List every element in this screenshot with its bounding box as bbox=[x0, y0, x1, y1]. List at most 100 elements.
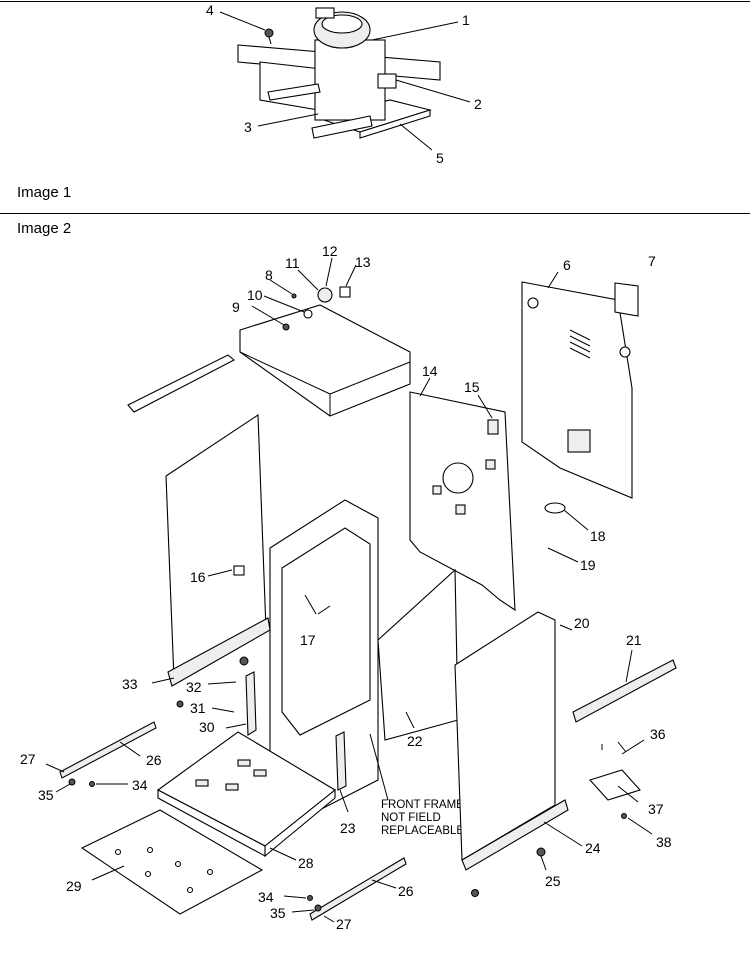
callout-15: 15 bbox=[464, 379, 480, 395]
callout-31: 31 bbox=[190, 700, 206, 716]
callout-24: 24 bbox=[585, 840, 601, 856]
leveler-32 bbox=[239, 656, 249, 666]
motor-terminal bbox=[315, 7, 335, 19]
front-frame-opening bbox=[281, 527, 371, 736]
connector-13 bbox=[339, 286, 351, 298]
bracket-37 bbox=[589, 769, 641, 801]
switch-12 bbox=[317, 287, 333, 303]
section-divider bbox=[0, 213, 750, 214]
callout-8: 8 bbox=[265, 267, 273, 283]
right-outer-panel bbox=[454, 611, 556, 861]
callout-7: 7 bbox=[648, 253, 656, 269]
callout-9: 9 bbox=[232, 299, 240, 315]
callout-2: 2 bbox=[474, 96, 482, 112]
callout-27-upper: 27 bbox=[20, 751, 36, 767]
callout-33: 33 bbox=[122, 676, 138, 692]
callout-29: 29 bbox=[66, 878, 82, 894]
motor-body bbox=[314, 39, 386, 121]
image2-caption: Image 2 bbox=[17, 220, 72, 237]
leveling-leg-25 bbox=[536, 847, 546, 857]
callout-26-upper: 26 bbox=[146, 752, 162, 768]
left-side-assembly bbox=[151, 413, 271, 687]
callout-13: 13 bbox=[355, 254, 371, 270]
screw-35-lower bbox=[314, 904, 322, 912]
leveling-leg-front bbox=[471, 889, 479, 897]
clip-16 bbox=[233, 565, 245, 576]
support-bar-upper bbox=[59, 721, 157, 779]
bottom-plate-assembly bbox=[80, 809, 264, 915]
callout-12: 12 bbox=[322, 243, 338, 259]
right-outer-panel-assembly bbox=[454, 611, 583, 871]
insulation-pad-15 bbox=[487, 419, 499, 435]
screw-38 bbox=[621, 813, 627, 819]
callout-34-lower: 34 bbox=[258, 889, 274, 905]
callout-38: 38 bbox=[656, 834, 672, 850]
screw-34-upper bbox=[89, 781, 95, 787]
callout-14: 14 bbox=[422, 363, 438, 379]
clip-8 bbox=[291, 293, 297, 299]
shaft-rear bbox=[267, 83, 321, 101]
callout-19: 19 bbox=[580, 557, 596, 573]
top-border bbox=[0, 1, 750, 2]
callout-35-lower: 35 bbox=[270, 905, 286, 921]
base-pan-side bbox=[157, 789, 266, 857]
callout-36: 36 bbox=[650, 726, 666, 742]
support-bar-lower bbox=[309, 857, 407, 921]
callout-16: 16 bbox=[190, 569, 206, 585]
callout-28: 28 bbox=[298, 855, 314, 871]
callout-23: 23 bbox=[340, 820, 356, 836]
callout-35-upper: 35 bbox=[38, 787, 54, 803]
callout-27-lower: 27 bbox=[336, 916, 352, 932]
image1-assembly bbox=[219, 7, 471, 151]
access-cover-7 bbox=[614, 282, 639, 317]
screw-35-upper bbox=[68, 778, 76, 786]
top-bracket bbox=[239, 304, 411, 417]
leveler-top bbox=[176, 700, 184, 708]
screw bbox=[264, 28, 274, 38]
switch bbox=[377, 73, 397, 89]
callout-20: 20 bbox=[574, 615, 590, 631]
callout-5: 5 bbox=[436, 150, 444, 166]
rear-panel bbox=[409, 391, 516, 612]
callout-3: 3 bbox=[244, 119, 252, 135]
callout-11: 11 bbox=[285, 255, 300, 271]
front-frame-note-line2: NOT FIELD bbox=[381, 812, 441, 824]
motor-dome-top bbox=[321, 14, 363, 34]
front-frame-note-line3: REPLACEABLE bbox=[381, 825, 464, 837]
base-pan-assembly bbox=[156, 731, 336, 861]
callout-34-upper: 34 bbox=[132, 777, 148, 793]
back-panel-assembly bbox=[521, 271, 639, 499]
side-rail-23 bbox=[335, 731, 347, 791]
callout-30: 30 bbox=[199, 719, 215, 735]
callout-25: 25 bbox=[545, 873, 561, 889]
screw-34-lower bbox=[307, 895, 313, 901]
callout-22: 22 bbox=[407, 733, 423, 749]
bracket-18 bbox=[544, 502, 566, 514]
right-side-panel-22 bbox=[377, 568, 459, 741]
callout-17: 17 bbox=[300, 632, 316, 648]
rear-panel-assembly bbox=[409, 377, 516, 612]
callout-37: 37 bbox=[648, 801, 664, 817]
bottom-rail-24 bbox=[461, 799, 569, 871]
shaft-front bbox=[311, 115, 373, 139]
back-panel bbox=[521, 281, 633, 499]
callout-26-lower: 26 bbox=[398, 883, 414, 899]
toe-strip bbox=[572, 659, 677, 723]
callout-4: 4 bbox=[206, 2, 214, 18]
callout-21: 21 bbox=[626, 632, 642, 648]
side-rail-30 bbox=[245, 671, 257, 736]
base-plate-edge bbox=[359, 109, 431, 139]
screw-9 bbox=[282, 323, 290, 331]
callout-1: 1 bbox=[462, 12, 470, 28]
front-frame bbox=[269, 499, 459, 821]
callout-6: 6 bbox=[563, 257, 571, 273]
image1-caption: Image 1 bbox=[17, 184, 72, 201]
front-frame-note-line1: FRONT FRAME bbox=[381, 799, 464, 811]
callout-32: 32 bbox=[186, 679, 202, 695]
bracket-10 bbox=[303, 309, 313, 319]
top-bracket-assembly bbox=[239, 257, 411, 417]
callout-10: 10 bbox=[247, 287, 263, 303]
bottom-plate bbox=[80, 809, 264, 915]
callout-18: 18 bbox=[590, 528, 606, 544]
